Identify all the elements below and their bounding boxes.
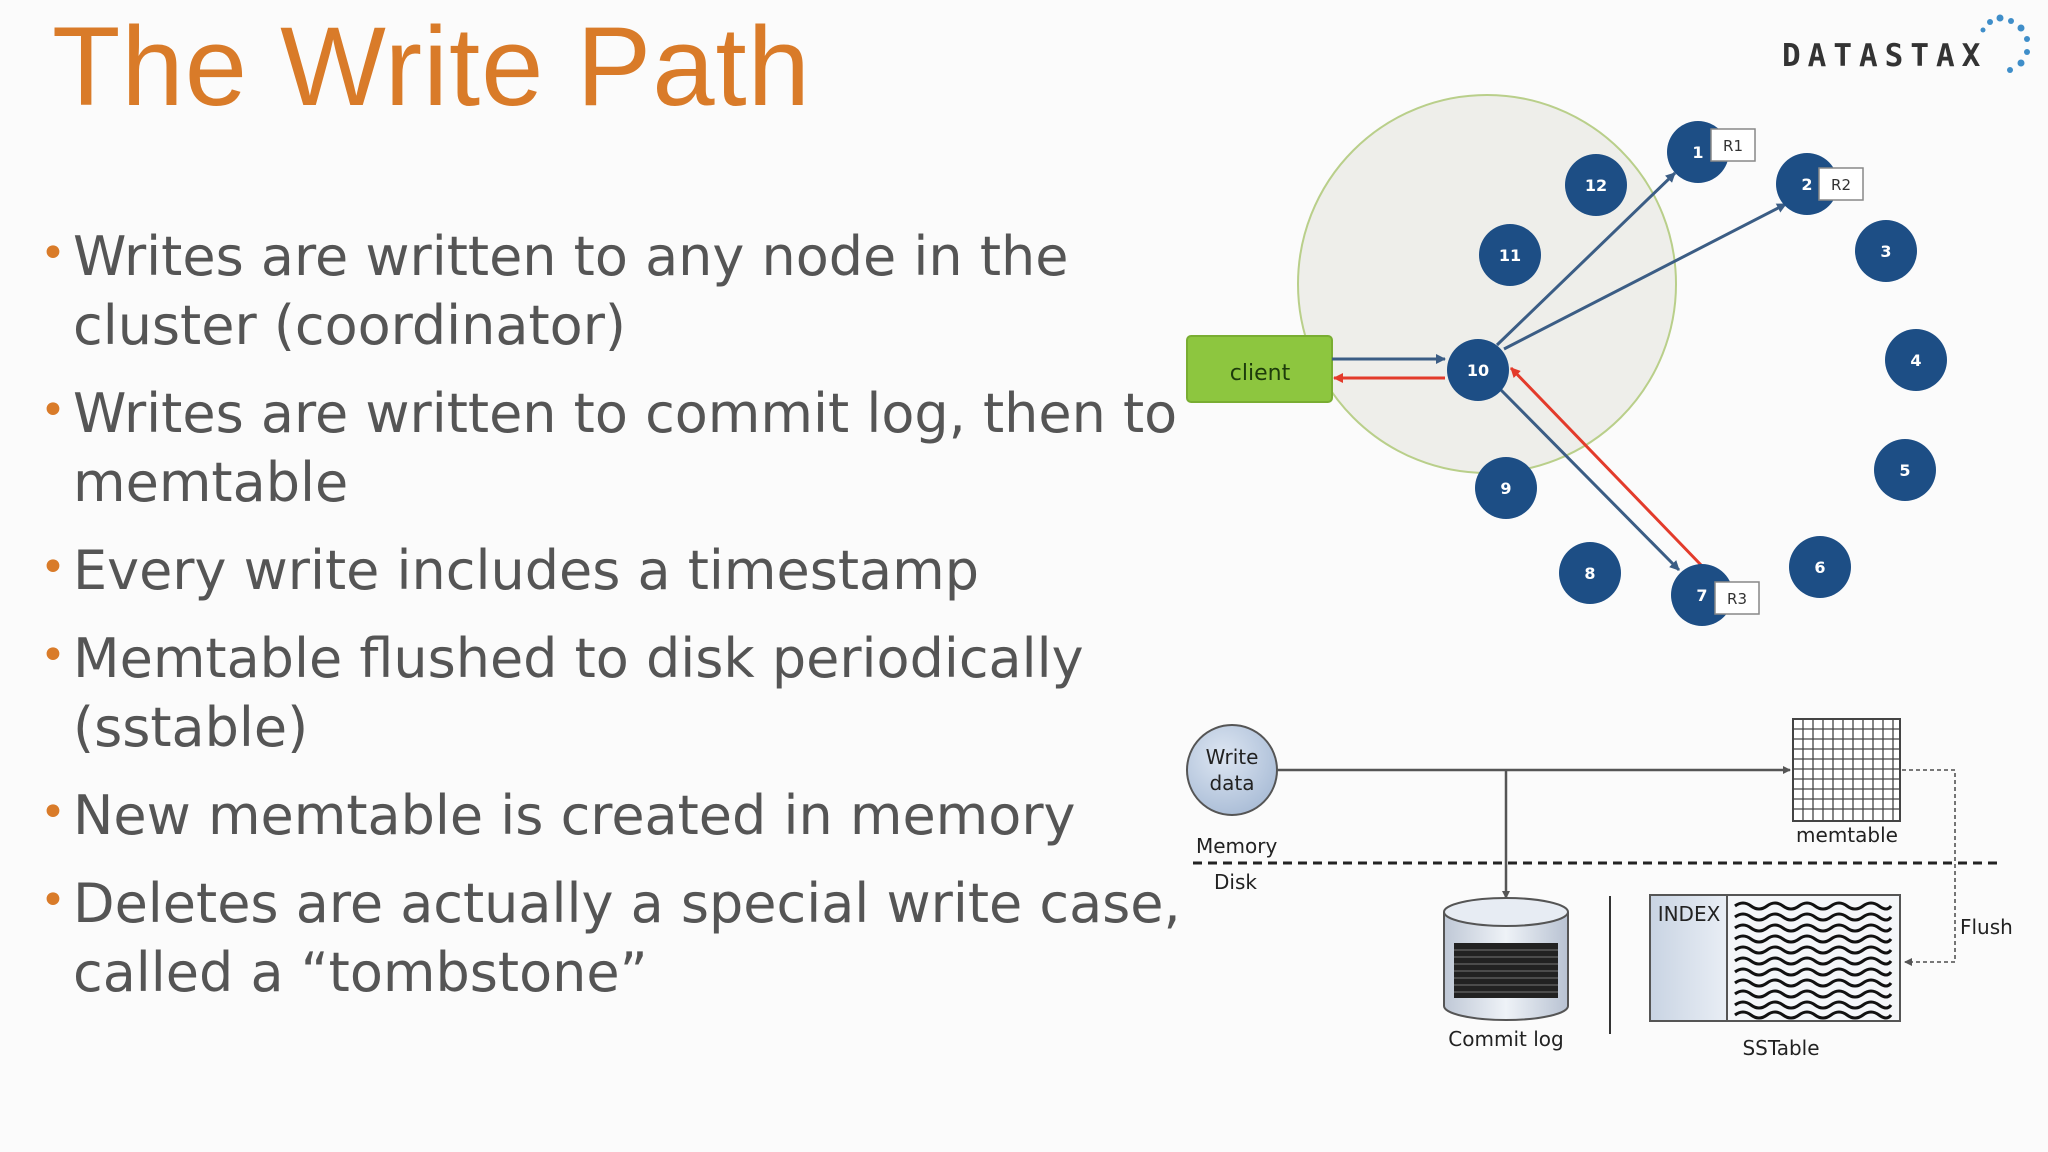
cluster-nodes: 1 2 3 4 5 6 7 8 9 10 11 12 [1447,121,1947,626]
flush-label: Flush [1960,915,2013,939]
node-label: 9 [1500,479,1511,498]
bullet-item: Deletes are actually a special write cas… [40,866,1190,1007]
request-arrows [1332,171,1787,572]
node-label: 8 [1584,564,1595,583]
node-label: 3 [1880,242,1891,261]
node-label: 6 [1814,558,1825,577]
ring-circle [1297,94,1677,474]
node-label: 4 [1910,351,1921,370]
node-label: 7 [1696,586,1707,605]
client-box: client [1186,335,1333,403]
r3-to-coordinator-arrow [1509,366,1704,568]
response-arrows [1333,366,1704,568]
node-label: 1 [1692,143,1703,162]
memtable-label: memtable [1796,823,1898,847]
node-label: 11 [1499,246,1521,265]
commit-log-label: Commit log [1448,1027,1563,1051]
node-9: 9 [1475,457,1537,519]
disk-label: Disk [1214,870,1257,894]
node-3: 3 [1855,220,1917,282]
memtable-grid: memtable [1792,718,1901,847]
node-label: 12 [1585,176,1607,195]
datastax-logo: DATASTAX [1782,14,2030,74]
bullet-item: Writes are written to any node in the cl… [40,219,1190,360]
replica-tag-label: R3 [1727,590,1747,608]
bullet-item: Writes are written to commit log, then t… [40,376,1190,517]
replica-tag-r2: R2 [1818,167,1864,201]
node-label: 2 [1801,175,1812,194]
commit-log-cylinder: Commit log [1443,897,1569,1051]
write-data-label-line2: data [1209,771,1254,795]
node-label: 5 [1899,461,1910,480]
coordinator-to-r1-arrow [1495,171,1677,347]
bullet-list: Writes are written to any node in the cl… [40,219,1190,1026]
replica-tag-label: R1 [1723,137,1743,155]
coordinator-to-r3-arrow [1499,388,1681,572]
logo-dots-icon [1980,14,2030,73]
write-data-circle: Write data [1186,724,1278,816]
sstable-label: SSTable [1742,1036,1819,1060]
flush-path [1902,769,1956,966]
node-label: 10 [1467,361,1489,380]
index-label: INDEX [1658,902,1721,926]
replica-tag-label: R2 [1831,176,1851,194]
replica-tags: R1 R2 R3 [1710,128,1864,615]
node-6: 6 [1789,536,1851,598]
sstable-data-waves [1734,901,1893,1020]
client-label: client [1230,361,1291,386]
replica-tag-r1: R1 [1710,128,1756,162]
storage-diagram: Write data Memory Disk memtable Flush Co… [1186,718,2013,1060]
cluster-ring [1297,94,1677,474]
memory-label: Memory [1196,834,1278,858]
write-data-label-line1: Write [1206,745,1259,769]
bullet-item: Memtable flushed to disk periodically (s… [40,621,1190,762]
slide-title: The Write Path [52,4,811,129]
node-4: 4 [1885,329,1947,391]
logo-text: DATASTAX [1782,38,1987,74]
replica-tag-r3: R3 [1714,581,1760,615]
node-10-coordinator: 10 [1447,339,1509,401]
node-11: 11 [1479,224,1541,286]
node-5: 5 [1874,439,1936,501]
node-8: 8 [1559,542,1621,604]
bullet-item: Every write includes a timestamp [40,533,1190,605]
node-12: 12 [1565,154,1627,216]
bullet-item: New memtable is created in memory [40,778,1190,850]
sstable-block: INDEX SSTable [1649,894,1901,1060]
coordinator-to-r2-arrow [1503,202,1787,351]
